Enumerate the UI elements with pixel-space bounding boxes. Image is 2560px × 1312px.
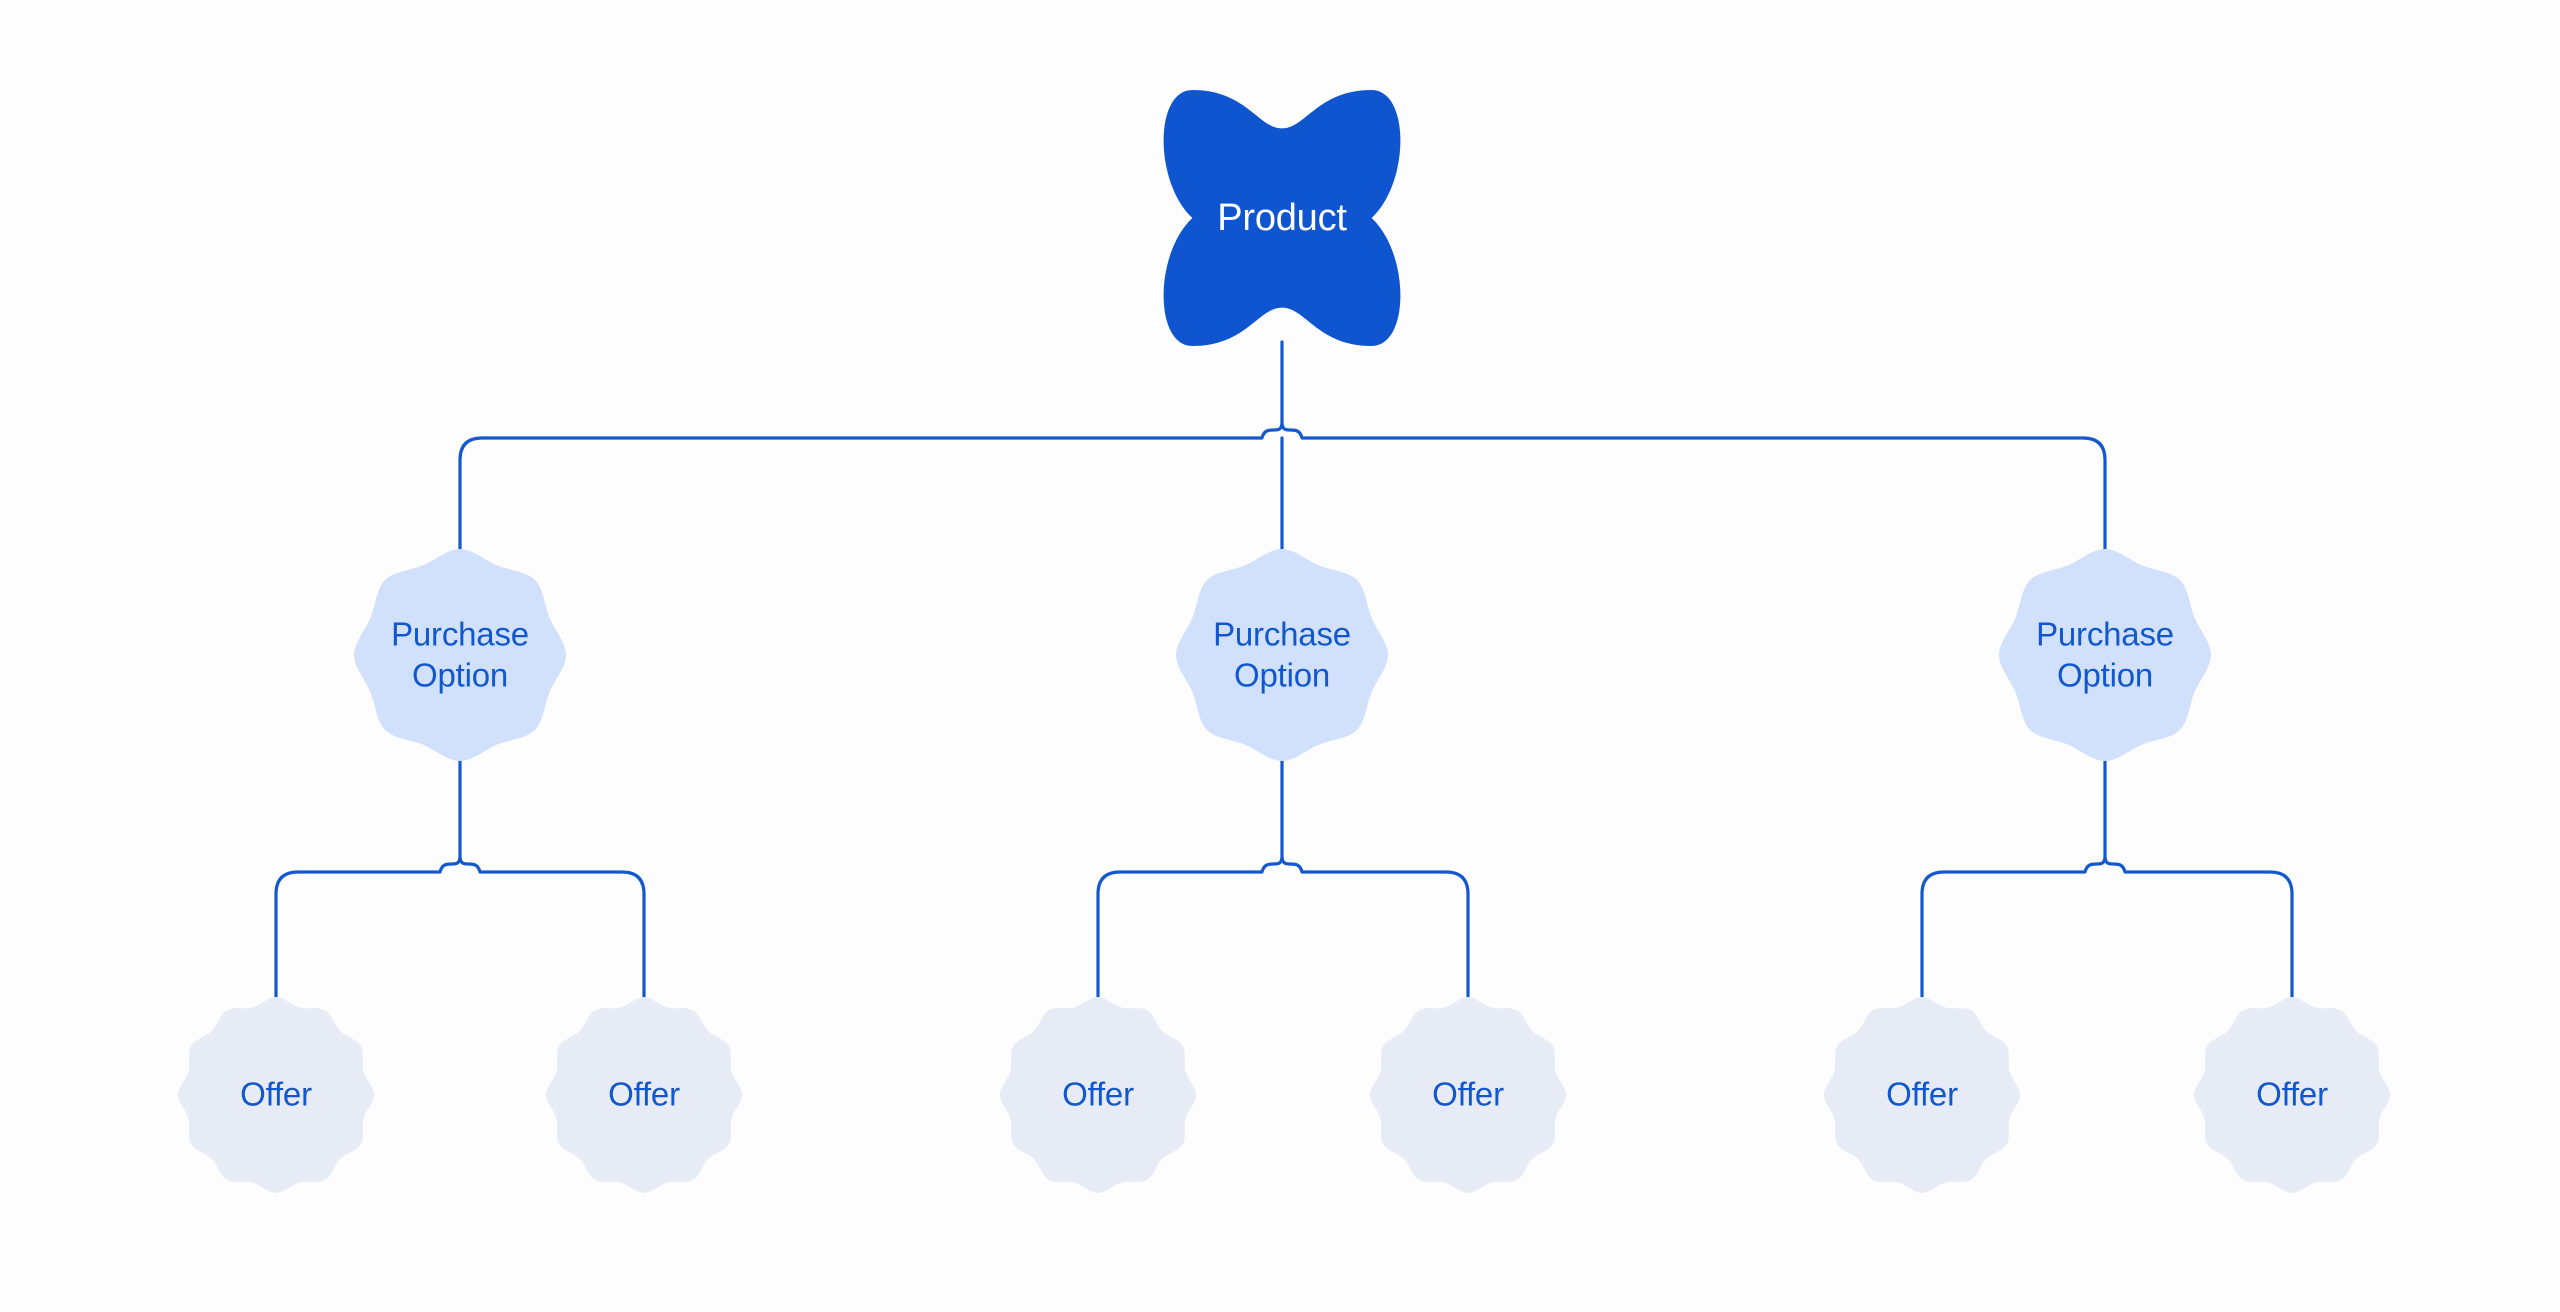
offer-label: Offer	[608, 1076, 680, 1113]
edge-option3-to-offers	[1920, 755, 2294, 1005]
offer-blob-shape	[1370, 997, 1566, 1193]
edge-option2-to-offers	[1096, 755, 1470, 1005]
node-offer-6[interactable]: Offer	[2194, 997, 2390, 1193]
purchase-option-label-line2: Option	[412, 657, 508, 694]
purchase-option-label-line1: Purchase	[2036, 616, 2174, 653]
purchase-option-blob-shape	[1176, 549, 1388, 761]
purchase-option-label-line2: Option	[2057, 657, 2153, 694]
purchase-option-blob-shape	[1999, 549, 2211, 761]
nodes-layer: Offer Offer Offer Offer Offer Offer PurchaseOp…	[178, 90, 2390, 1193]
product-label: Product	[1217, 197, 1347, 239]
purchase-option-label-line1: Purchase	[391, 616, 529, 653]
node-offer-2[interactable]: Offer	[546, 997, 742, 1193]
offer-blob-shape	[1000, 997, 1196, 1193]
purchase-option-blob-shape	[354, 549, 566, 761]
node-product[interactable]: Product	[1163, 90, 1401, 346]
offer-label: Offer	[240, 1076, 312, 1113]
offer-blob-shape	[1824, 997, 2020, 1193]
connectors-layer	[274, 340, 2294, 1005]
offer-label: Offer	[1432, 1076, 1504, 1113]
edge-option1-to-offers	[274, 755, 646, 1005]
offer-blob-shape	[178, 997, 374, 1193]
node-offer-4[interactable]: Offer	[1370, 997, 1566, 1193]
product-blob-shape	[1163, 90, 1401, 346]
edge-product-to-options	[458, 340, 2107, 557]
node-offer-3[interactable]: Offer	[1000, 997, 1196, 1193]
purchase-option-label-line1: Purchase	[1213, 616, 1351, 653]
node-offer-1[interactable]: Offer	[178, 997, 374, 1193]
offer-label: Offer	[2256, 1076, 2328, 1113]
purchase-option-label-line2: Option	[1234, 657, 1330, 694]
offer-label: Offer	[1886, 1076, 1958, 1113]
offer-label: Offer	[1062, 1076, 1134, 1113]
offer-blob-shape	[546, 997, 742, 1193]
node-offer-5[interactable]: Offer	[1824, 997, 2020, 1193]
offer-blob-shape	[2194, 997, 2390, 1193]
